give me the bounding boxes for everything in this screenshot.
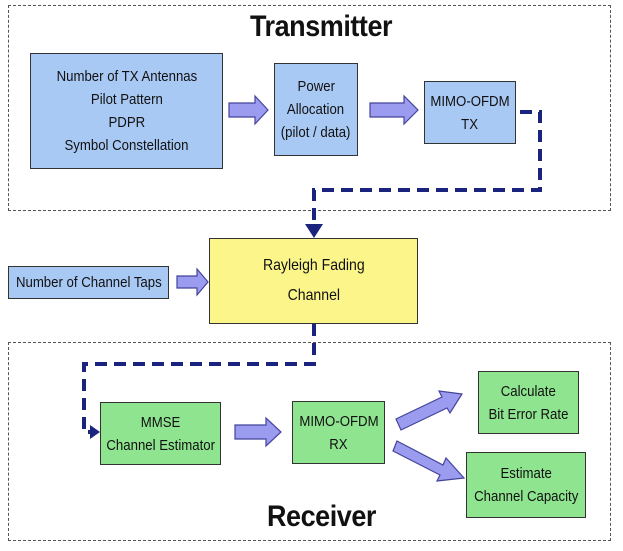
- rayleigh-line-2: Channel: [287, 287, 340, 304]
- bit-error-rate-box: Calculate Bit Error Rate: [478, 371, 579, 434]
- receiver-region: [8, 342, 611, 541]
- arrowhead-channel-to-mmse: [90, 425, 100, 439]
- tx-param-pdpr: PDPR: [108, 114, 145, 131]
- mimo-tx-line-2: TX: [461, 115, 479, 133]
- capacity-line-1: Estimate: [500, 465, 552, 482]
- mimo-ofdm-tx-box: MIMO-OFDM TX: [424, 81, 516, 144]
- transmitter-title: Transmitter: [250, 10, 393, 43]
- channel-taps-label: Number of Channel Taps: [15, 274, 162, 291]
- link-tx-to-channel: [312, 110, 542, 225]
- tx-param-pilot-pattern: Pilot Pattern: [90, 91, 163, 108]
- arrow-rx-to-capacity: [392, 440, 466, 482]
- capacity-line-2: Channel Capacity: [473, 488, 579, 505]
- transmitter-region: [8, 5, 611, 211]
- mmse-channel-estimator-box: MMSE Channel Estimator: [100, 402, 221, 465]
- power-allocation-line-1: Power: [297, 78, 335, 95]
- ber-line-2: Bit Error Rate: [488, 405, 569, 423]
- rayleigh-fading-channel-box: Rayleigh Fading Channel: [209, 238, 418, 324]
- arrow-mmse-to-mimo-rx: [234, 416, 282, 448]
- mimo-tx-line-1: MIMO-OFDM: [430, 92, 510, 110]
- arrow-power-to-mimo-tx: [369, 94, 419, 126]
- tx-parameters-box: Number of TX Antennas Pilot Pattern PDPR…: [30, 53, 223, 169]
- power-allocation-line-2: Allocation: [287, 101, 345, 118]
- mimo-rx-line-2: RX: [329, 435, 348, 453]
- link-channel-to-mmse: [82, 324, 316, 434]
- ber-line-1: Calculate: [500, 382, 557, 400]
- mmse-line-2: Channel Estimator: [106, 436, 215, 454]
- arrow-taps-to-channel: [176, 267, 209, 297]
- arrow-rx-to-ber: [395, 390, 464, 431]
- power-allocation-line-3: (pilot / data): [281, 124, 351, 141]
- tx-param-antennas: Number of TX Antennas: [56, 68, 197, 85]
- channel-taps-box: Number of Channel Taps: [8, 266, 169, 299]
- power-allocation-box: Power Allocation (pilot / data): [274, 63, 358, 156]
- arrow-params-to-power: [228, 94, 269, 126]
- mimo-ofdm-rx-box: MIMO-OFDM RX: [292, 401, 385, 464]
- tx-param-constellation: Symbol Constellation: [64, 137, 189, 154]
- arrowhead-tx-to-channel: [305, 224, 323, 238]
- receiver-title: Receiver: [267, 500, 376, 533]
- rayleigh-line-1: Rayleigh Fading: [262, 257, 365, 274]
- mmse-line-1: MMSE: [140, 413, 181, 431]
- channel-capacity-box: Estimate Channel Capacity: [466, 452, 586, 518]
- mimo-rx-line-1: MIMO-OFDM: [298, 412, 379, 430]
